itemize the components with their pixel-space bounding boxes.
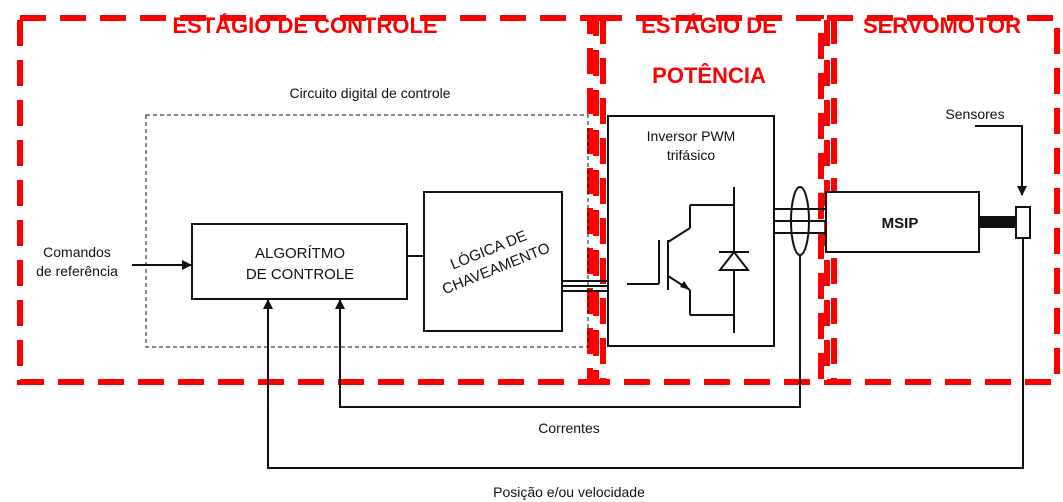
- control-algorithm-label-line2: DE CONTROLE: [246, 266, 354, 283]
- gate-signal-bus: [562, 280, 608, 292]
- motor-block: [825, 191, 980, 253]
- motor-label: MSIP: [882, 215, 919, 232]
- current-feedback-line: [335, 255, 801, 408]
- three-phase-bus: [774, 208, 826, 234]
- motor-shaft: [979, 216, 1016, 228]
- control-algorithm-block: [191, 223, 408, 300]
- freewheel-diode-icon: [717, 250, 751, 271]
- igbt-symbol: [627, 187, 735, 333]
- currents-label: Correntes: [538, 420, 599, 436]
- pwm-inverter-label-line2: trifásico: [667, 147, 715, 163]
- sensors-arrow: [975, 125, 1027, 196]
- position-speed-label: Posição e/ou velocidade: [493, 484, 645, 500]
- control-algorithm-label-line1: ALGORÍTMO: [255, 245, 345, 262]
- power-stage-border: [593, 15, 824, 385]
- pwm-inverter-label-line1: Inversor PWM: [647, 128, 736, 144]
- position-sensor-icon: [1015, 206, 1031, 239]
- control-stage-title: ESTÁGIO DE CONTROLE: [172, 13, 437, 38]
- sensors-label: Sensores: [945, 106, 1004, 122]
- power-stage-title-line1: ESTÁGIO DE: [641, 13, 777, 38]
- reference-commands-label-line1: Comandos: [43, 244, 111, 260]
- servo-stage-title: SERVOMOTOR: [863, 13, 1021, 38]
- igbt-emitter-arrow-icon: [680, 281, 690, 290]
- switching-logic-block: [423, 191, 563, 332]
- digital-circuit-label: Circuito digital de controle: [289, 85, 450, 101]
- digital-circuit-border: [145, 114, 589, 348]
- control-stage-border: [17, 15, 593, 385]
- power-stage-title-line2: POTÊNCIA: [652, 63, 766, 88]
- reference-commands-label-line2: de referência: [36, 263, 118, 279]
- position-feedback-line: [263, 238, 1024, 469]
